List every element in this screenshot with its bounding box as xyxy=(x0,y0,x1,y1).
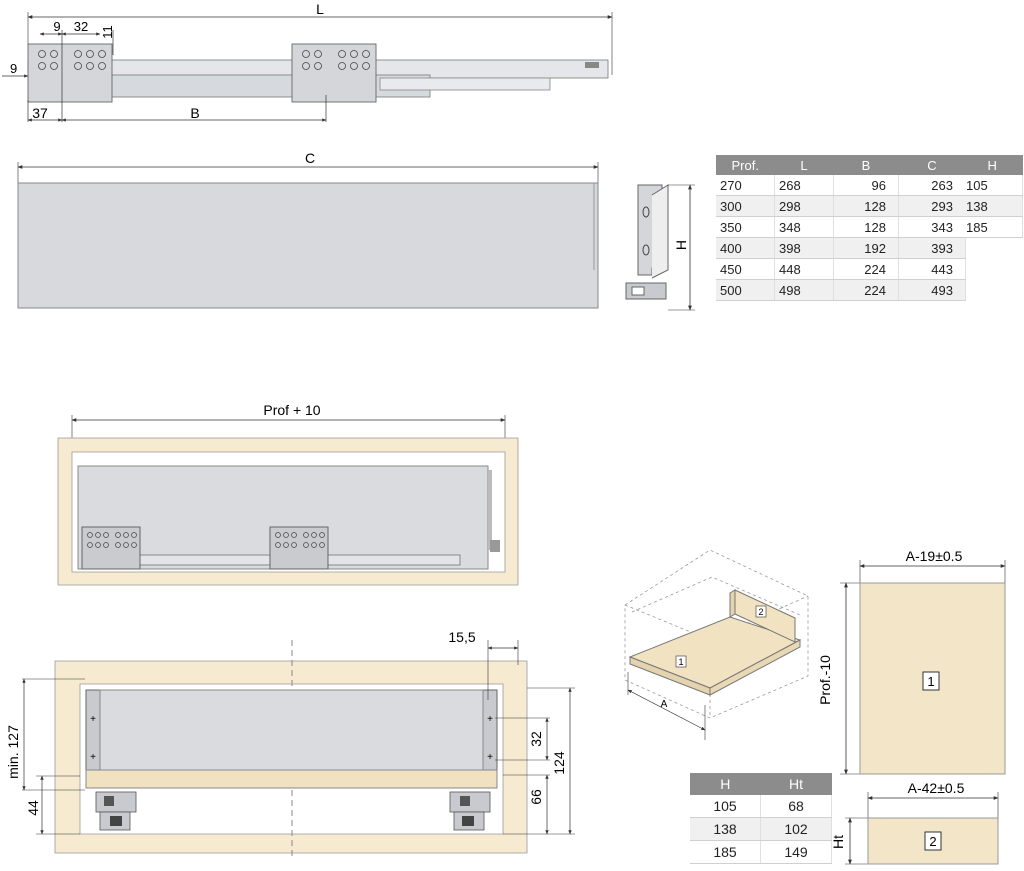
table-cell: 300 xyxy=(716,195,775,217)
table-cell: 443 xyxy=(898,258,966,280)
table-cell: 270 xyxy=(716,175,775,196)
table-header: Prof. xyxy=(716,155,775,175)
table-cell: 450 xyxy=(716,258,775,280)
table-header: Ht xyxy=(760,773,832,795)
table-header-row: Prof. L B C xyxy=(716,155,966,175)
table-cell: 448 xyxy=(774,258,834,280)
back-panel-part-label: 2 xyxy=(929,834,936,849)
iso-part1-label: 1 xyxy=(678,657,683,667)
dim-37-label: 37 xyxy=(32,105,48,121)
table-cell: 102 xyxy=(760,817,832,841)
dim-H-label: H xyxy=(673,240,689,250)
table-header: C xyxy=(898,155,966,175)
iso-drawer-drawing: 1 2 A xyxy=(624,549,809,740)
back-panel-drawing: A-42±0.5 Ht 2 xyxy=(830,780,999,865)
dim-124-label: 124 xyxy=(551,751,567,775)
side-profile-drawing: H xyxy=(625,184,695,311)
table-cell: 398 xyxy=(774,237,834,259)
table-cell: 105 xyxy=(690,795,761,818)
table-header: L xyxy=(774,155,834,175)
table-cell: 500 xyxy=(716,279,775,301)
table-header: B xyxy=(833,155,899,175)
iso-part2-label: 2 xyxy=(758,607,763,617)
table-cell: 96 xyxy=(833,175,899,196)
table-cell: 185 xyxy=(690,840,761,864)
table-cell: 105 xyxy=(962,175,1023,196)
table-cell: 128 xyxy=(833,216,899,238)
iso-A-label: A xyxy=(661,699,668,710)
table-cell: 128 xyxy=(833,195,899,217)
dim-32-right-label: 32 xyxy=(528,731,544,747)
table-header: H xyxy=(690,773,761,795)
dim-155-label: 15,5 xyxy=(448,629,475,645)
dim-L-label: L xyxy=(316,1,324,17)
table-row: 138 xyxy=(962,195,1023,217)
table-cell: 400 xyxy=(716,237,775,259)
back-panel-width-label: A-42±0.5 xyxy=(908,780,965,796)
table-row: 185 xyxy=(962,216,1023,238)
cabinet-front-drawing: + + + + 15,5 min. 127 44 32 66 xyxy=(5,629,575,860)
height-table: H 105 138 185 xyxy=(962,155,1023,238)
cabinet-side-drawing: Prof + 10 xyxy=(57,402,519,586)
table-cell: 224 xyxy=(833,279,899,301)
dim-min127-label: min. 127 xyxy=(5,725,21,779)
table-row: 105 xyxy=(962,175,1023,196)
table-header-row: H xyxy=(962,155,1023,175)
dim-C-label: C xyxy=(305,150,315,166)
bottom-panel-depth-label: Prof.-10 xyxy=(817,655,833,705)
svg-text:+: + xyxy=(487,752,493,763)
back-panel-height-label: Ht xyxy=(830,835,846,849)
dim-32-label: 32 xyxy=(74,19,88,34)
bottom-panel-drawing: A-19±0.5 Prof.-10 1 xyxy=(817,548,1006,775)
table-cell: 224 xyxy=(833,258,899,280)
table-header-row: H Ht xyxy=(690,773,832,795)
table-cell: 393 xyxy=(898,237,966,259)
table-cell: 343 xyxy=(898,216,966,238)
runner-drawing: L 9 32 11 9 37 B xyxy=(2,1,613,122)
svg-text:+: + xyxy=(487,714,493,725)
table-cell: 68 xyxy=(760,795,832,818)
table-cell: 350 xyxy=(716,216,775,238)
table-cell: 498 xyxy=(774,279,834,301)
table-cell: 268 xyxy=(774,175,834,196)
svg-text:+: + xyxy=(90,752,96,763)
bottom-panel-width-label: A-19±0.5 xyxy=(906,548,963,564)
table-header: H xyxy=(962,155,1023,175)
table-cell: 149 xyxy=(760,840,832,864)
svg-text:+: + xyxy=(90,714,96,725)
dim-44-label: 44 xyxy=(25,800,41,816)
bottom-panel-part-label: 1 xyxy=(927,674,934,689)
table-cell: 185 xyxy=(962,216,1023,238)
dim-9-left-label: 9 xyxy=(10,61,17,76)
dim-66-label: 66 xyxy=(528,789,544,805)
table-cell: 293 xyxy=(898,195,966,217)
dim-11-label: 11 xyxy=(100,25,115,39)
dim-9-top-label: 9 xyxy=(53,19,60,34)
table-cell: 138 xyxy=(962,195,1023,217)
table-cell: 493 xyxy=(898,279,966,301)
table-cell: 192 xyxy=(833,237,899,259)
table-cell: 138 xyxy=(690,817,761,841)
front-panel-drawing: C xyxy=(17,150,599,309)
table-cell: 263 xyxy=(898,175,966,196)
dim-prof10-label: Prof + 10 xyxy=(263,402,320,418)
table-cell: 348 xyxy=(774,216,834,238)
table-cell: 298 xyxy=(774,195,834,217)
dim-B-label: B xyxy=(190,105,199,121)
